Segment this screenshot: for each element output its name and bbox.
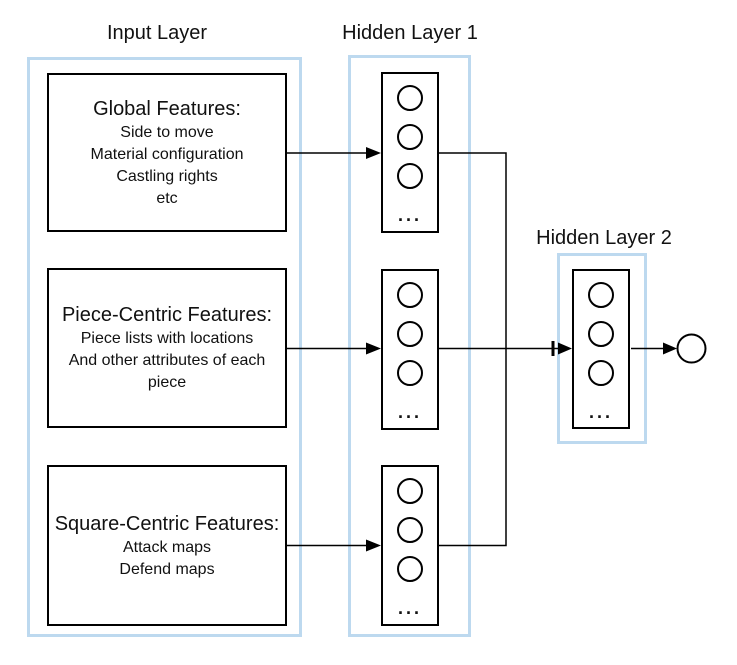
feature-heading: Square-Centric Features: bbox=[54, 512, 280, 535]
neuron-circle bbox=[397, 163, 423, 189]
neuron-circle bbox=[588, 282, 614, 308]
feature-line: And other attributes of each bbox=[68, 352, 266, 369]
neuron-circle bbox=[397, 282, 423, 308]
feature-line: piece bbox=[147, 374, 187, 391]
hidden2-unit-box: ... bbox=[572, 269, 630, 429]
feature-box-global: Global Features: Side to move Material c… bbox=[47, 73, 287, 232]
feature-heading: Piece-Centric Features: bbox=[61, 304, 273, 326]
neuron-circle bbox=[397, 360, 423, 386]
ellipsis-label: ... bbox=[397, 598, 422, 618]
arrowhead-icon bbox=[663, 342, 677, 355]
neuron-circle bbox=[397, 517, 423, 543]
neuron-circle bbox=[397, 85, 423, 111]
hidden1-unit-box-2: ... bbox=[381, 269, 439, 430]
hidden1-unit-box-3: ... bbox=[381, 465, 439, 626]
neuron-circle bbox=[397, 556, 423, 582]
hidden-layer-1-title: Hidden Layer 1 bbox=[342, 22, 478, 44]
neuron-circle bbox=[397, 321, 423, 347]
neuron-circle bbox=[397, 478, 423, 504]
neuron-circle bbox=[397, 124, 423, 150]
neuron-circle bbox=[588, 360, 614, 386]
feature-box-square-centric: Square-Centric Features: Attack maps Def… bbox=[47, 465, 287, 626]
input-layer-title: Input Layer bbox=[106, 22, 208, 44]
feature-box-piece-centric: Piece-Centric Features: Piece lists with… bbox=[47, 268, 287, 428]
neuron-circle bbox=[588, 321, 614, 347]
input-layer-frame bbox=[27, 57, 302, 637]
ellipsis-label: ... bbox=[397, 402, 422, 422]
feature-line: Piece lists with locations bbox=[80, 330, 254, 347]
feature-line: Side to move bbox=[120, 123, 214, 141]
feature-line: Defend maps bbox=[119, 560, 215, 578]
feature-line: etc bbox=[156, 189, 178, 207]
output-node-circle bbox=[676, 333, 707, 364]
hidden1-unit-box-1: ... bbox=[381, 72, 439, 233]
feature-line: Castling rights bbox=[116, 167, 218, 185]
feature-heading: Global Features: bbox=[93, 97, 241, 120]
hidden-layer-2-title: Hidden Layer 2 bbox=[536, 227, 672, 249]
ellipsis-label: ... bbox=[588, 402, 613, 422]
feature-line: Attack maps bbox=[122, 538, 212, 556]
feature-line: Material configuration bbox=[90, 145, 244, 163]
ellipsis-label: ... bbox=[397, 205, 422, 225]
